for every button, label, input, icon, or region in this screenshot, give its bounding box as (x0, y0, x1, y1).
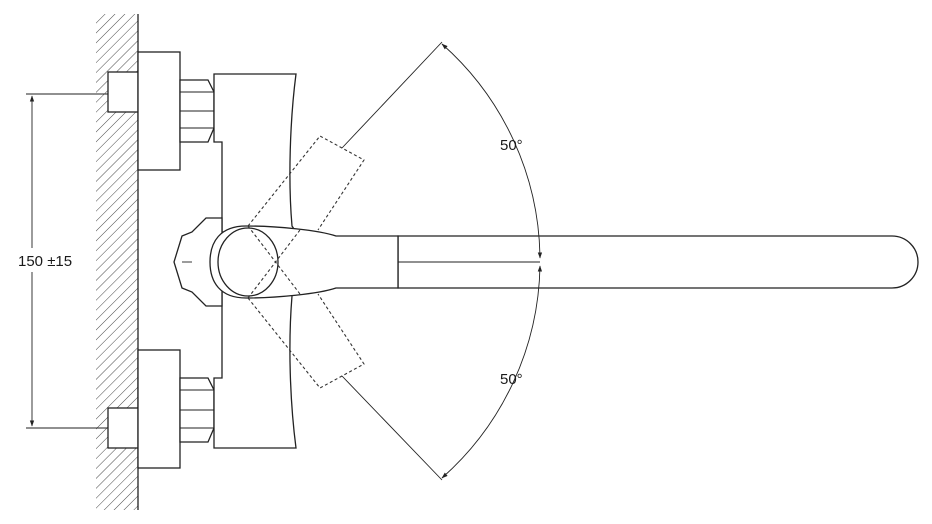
upper-angle-label: 50° (500, 137, 523, 154)
lower-angle-label: 50° (500, 371, 523, 388)
wall-spacing-label: 150 ±15 (18, 253, 72, 270)
spout (397, 235, 919, 289)
upper-angle-arc (441, 43, 543, 259)
lever-handle (209, 225, 399, 299)
angle-extension-lines (341, 41, 443, 481)
mixer-body (173, 73, 298, 449)
wall-spacing-dimension: 150 ±15 (18, 93, 108, 429)
lower-angle-arc (441, 265, 543, 479)
